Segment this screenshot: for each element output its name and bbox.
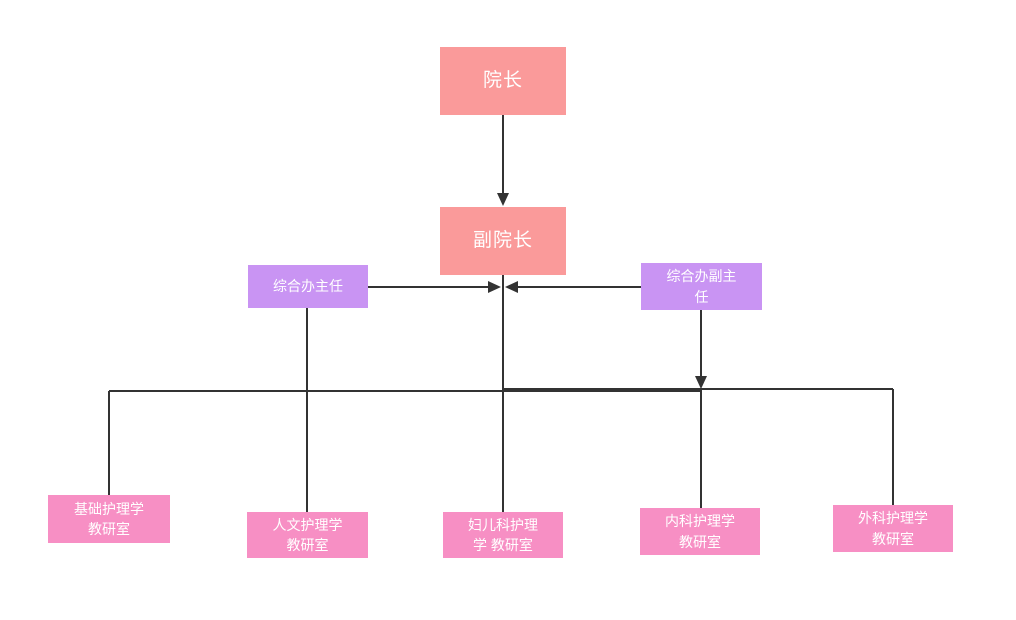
node-dean: 院长 <box>440 47 566 115</box>
node-dept-surgical-nursing: 外科护理学 教研室 <box>833 505 953 552</box>
arrowhead-left-junction <box>505 281 518 293</box>
node-dept-maternal-child-nursing: 妇儿科护理 学 教研室 <box>443 512 563 558</box>
node-dept-internal-medicine-nursing: 内科护理学 教研室 <box>640 508 760 555</box>
node-office-deputy-director: 综合办副主 任 <box>641 263 762 310</box>
arrowhead-down-bus <box>695 376 707 389</box>
node-dept-basic-nursing: 基础护理学 教研室 <box>48 495 170 543</box>
arrowhead-right-junction <box>488 281 501 293</box>
node-dept-humanistic-nursing: 人文护理学 教研室 <box>247 512 368 558</box>
node-vice-dean: 副院长 <box>440 207 566 275</box>
node-office-director: 综合办主任 <box>248 265 368 308</box>
arrowhead-down-vicedean <box>497 193 509 206</box>
